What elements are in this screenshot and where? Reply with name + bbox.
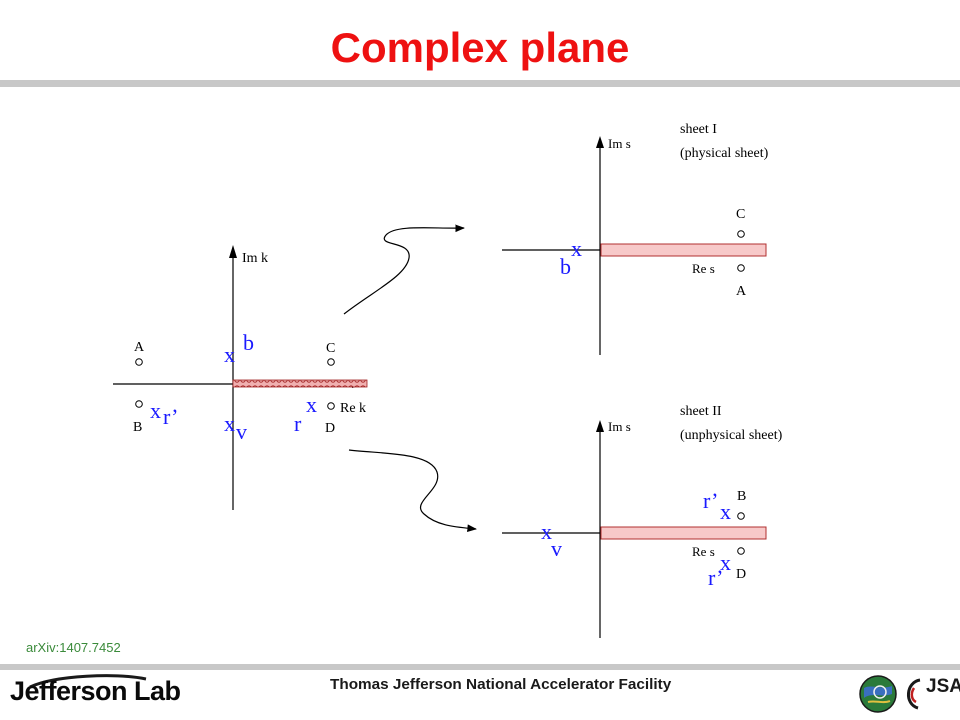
k-pole-b xyxy=(135,400,143,408)
footer-divider xyxy=(0,664,960,670)
sheet-two-pole-b xyxy=(737,512,745,520)
k-virtual-state-label: v xyxy=(236,419,247,444)
k-pole-a xyxy=(135,358,143,366)
sheet-two-upper-resonance-mark: x xyxy=(720,499,731,524)
sheet-two-lower-resonance-label: r’ xyxy=(708,565,723,590)
doe-globe-logo xyxy=(859,675,897,713)
k-resonance-mark: x xyxy=(306,392,317,417)
k-real-axis-label: Re k xyxy=(340,401,366,416)
sheet-one-pole-label-a: A xyxy=(736,284,747,299)
jsa-wordmark: JSA xyxy=(926,676,960,697)
sheet-two-imag-axis-arrow-icon xyxy=(596,420,604,432)
k-mirror-resonance-mark: x xyxy=(150,398,161,423)
sheet-two-subtitle: (unphysical sheet) xyxy=(680,428,783,443)
sheet-two-real-axis-label: Re s xyxy=(692,544,715,559)
k-imag-axis-label: Im k xyxy=(242,251,268,266)
sheet-two-imag-axis-label: Im s xyxy=(608,419,631,434)
sheet-two-virtual-state-mark: x xyxy=(541,519,552,544)
sheet-one-title: sheet I xyxy=(680,122,717,137)
sheet-one-imag-axis-label: Im s xyxy=(608,136,631,151)
jsa-logo xyxy=(907,678,921,710)
sheet-two-branch-cut xyxy=(600,526,767,540)
k-imag-axis-arrow-icon xyxy=(229,245,237,258)
page-title: Complex plane xyxy=(330,24,630,71)
sheet-one-subtitle: (physical sheet) xyxy=(680,146,769,161)
sheet-one-imag-axis-arrow-icon xyxy=(596,136,604,148)
sheet-one-plane: Im s sheet I (physical sheet) Re s C A x… xyxy=(502,122,769,355)
k-branch-cut xyxy=(232,379,368,388)
k-mirror-resonance-label: r’ xyxy=(163,404,178,429)
sheet-two-plane: Im s sheet II (unphysical sheet) Re s B … xyxy=(502,404,783,638)
sheet-one-pole-c xyxy=(737,230,745,238)
sheet-one-real-axis-label: Re s xyxy=(692,261,715,276)
header-divider xyxy=(0,80,960,87)
map-arrow-to-sheet-one xyxy=(343,224,465,315)
sheet-one-pole-label-c: C xyxy=(736,207,745,222)
sheet-two-lower-resonance-mark: x xyxy=(720,550,731,575)
k-bound-state-mark: x xyxy=(224,342,235,367)
sheet-one-bound-state-label: b xyxy=(560,254,571,279)
sheet-one-branch-cut xyxy=(600,243,767,257)
sheet-two-pole-label-d: D xyxy=(736,567,746,582)
map-arrow-to-sheet-two xyxy=(348,449,477,532)
jefferson-lab-wordmark: Jefferson Lab xyxy=(10,676,181,706)
sheet-two-virtual-state-label: v xyxy=(551,536,562,561)
k-pole-d xyxy=(327,402,335,410)
k-pole-label-b: B xyxy=(133,420,142,435)
sheet-two-title: sheet II xyxy=(680,404,722,419)
facility-name: Thomas Jefferson National Accelerator Fa… xyxy=(330,676,672,693)
k-resonance-label: r xyxy=(294,411,302,436)
k-pole-c xyxy=(327,358,335,366)
sheet-two-pole-label-b: B xyxy=(737,489,746,504)
k-pole-label-c: C xyxy=(326,341,335,356)
sheet-two-pole-d xyxy=(737,547,745,555)
sheet-one-pole-a xyxy=(737,264,745,272)
k-virtual-state-mark: x xyxy=(224,411,235,436)
k-bound-state-label: b xyxy=(243,330,254,355)
sheet-two-upper-resonance-label: r’ xyxy=(703,488,718,513)
k-pole-label-d: D xyxy=(325,421,335,436)
jefferson-lab-logo xyxy=(29,674,147,689)
sheet-one-bound-state-mark: x xyxy=(571,236,582,261)
k-pole-label-a: A xyxy=(134,340,145,355)
arxiv-reference: arXiv:1407.7452 xyxy=(26,640,121,655)
k-plane: Im k Re k A B C D x b x v x r x r’ xyxy=(113,245,368,510)
